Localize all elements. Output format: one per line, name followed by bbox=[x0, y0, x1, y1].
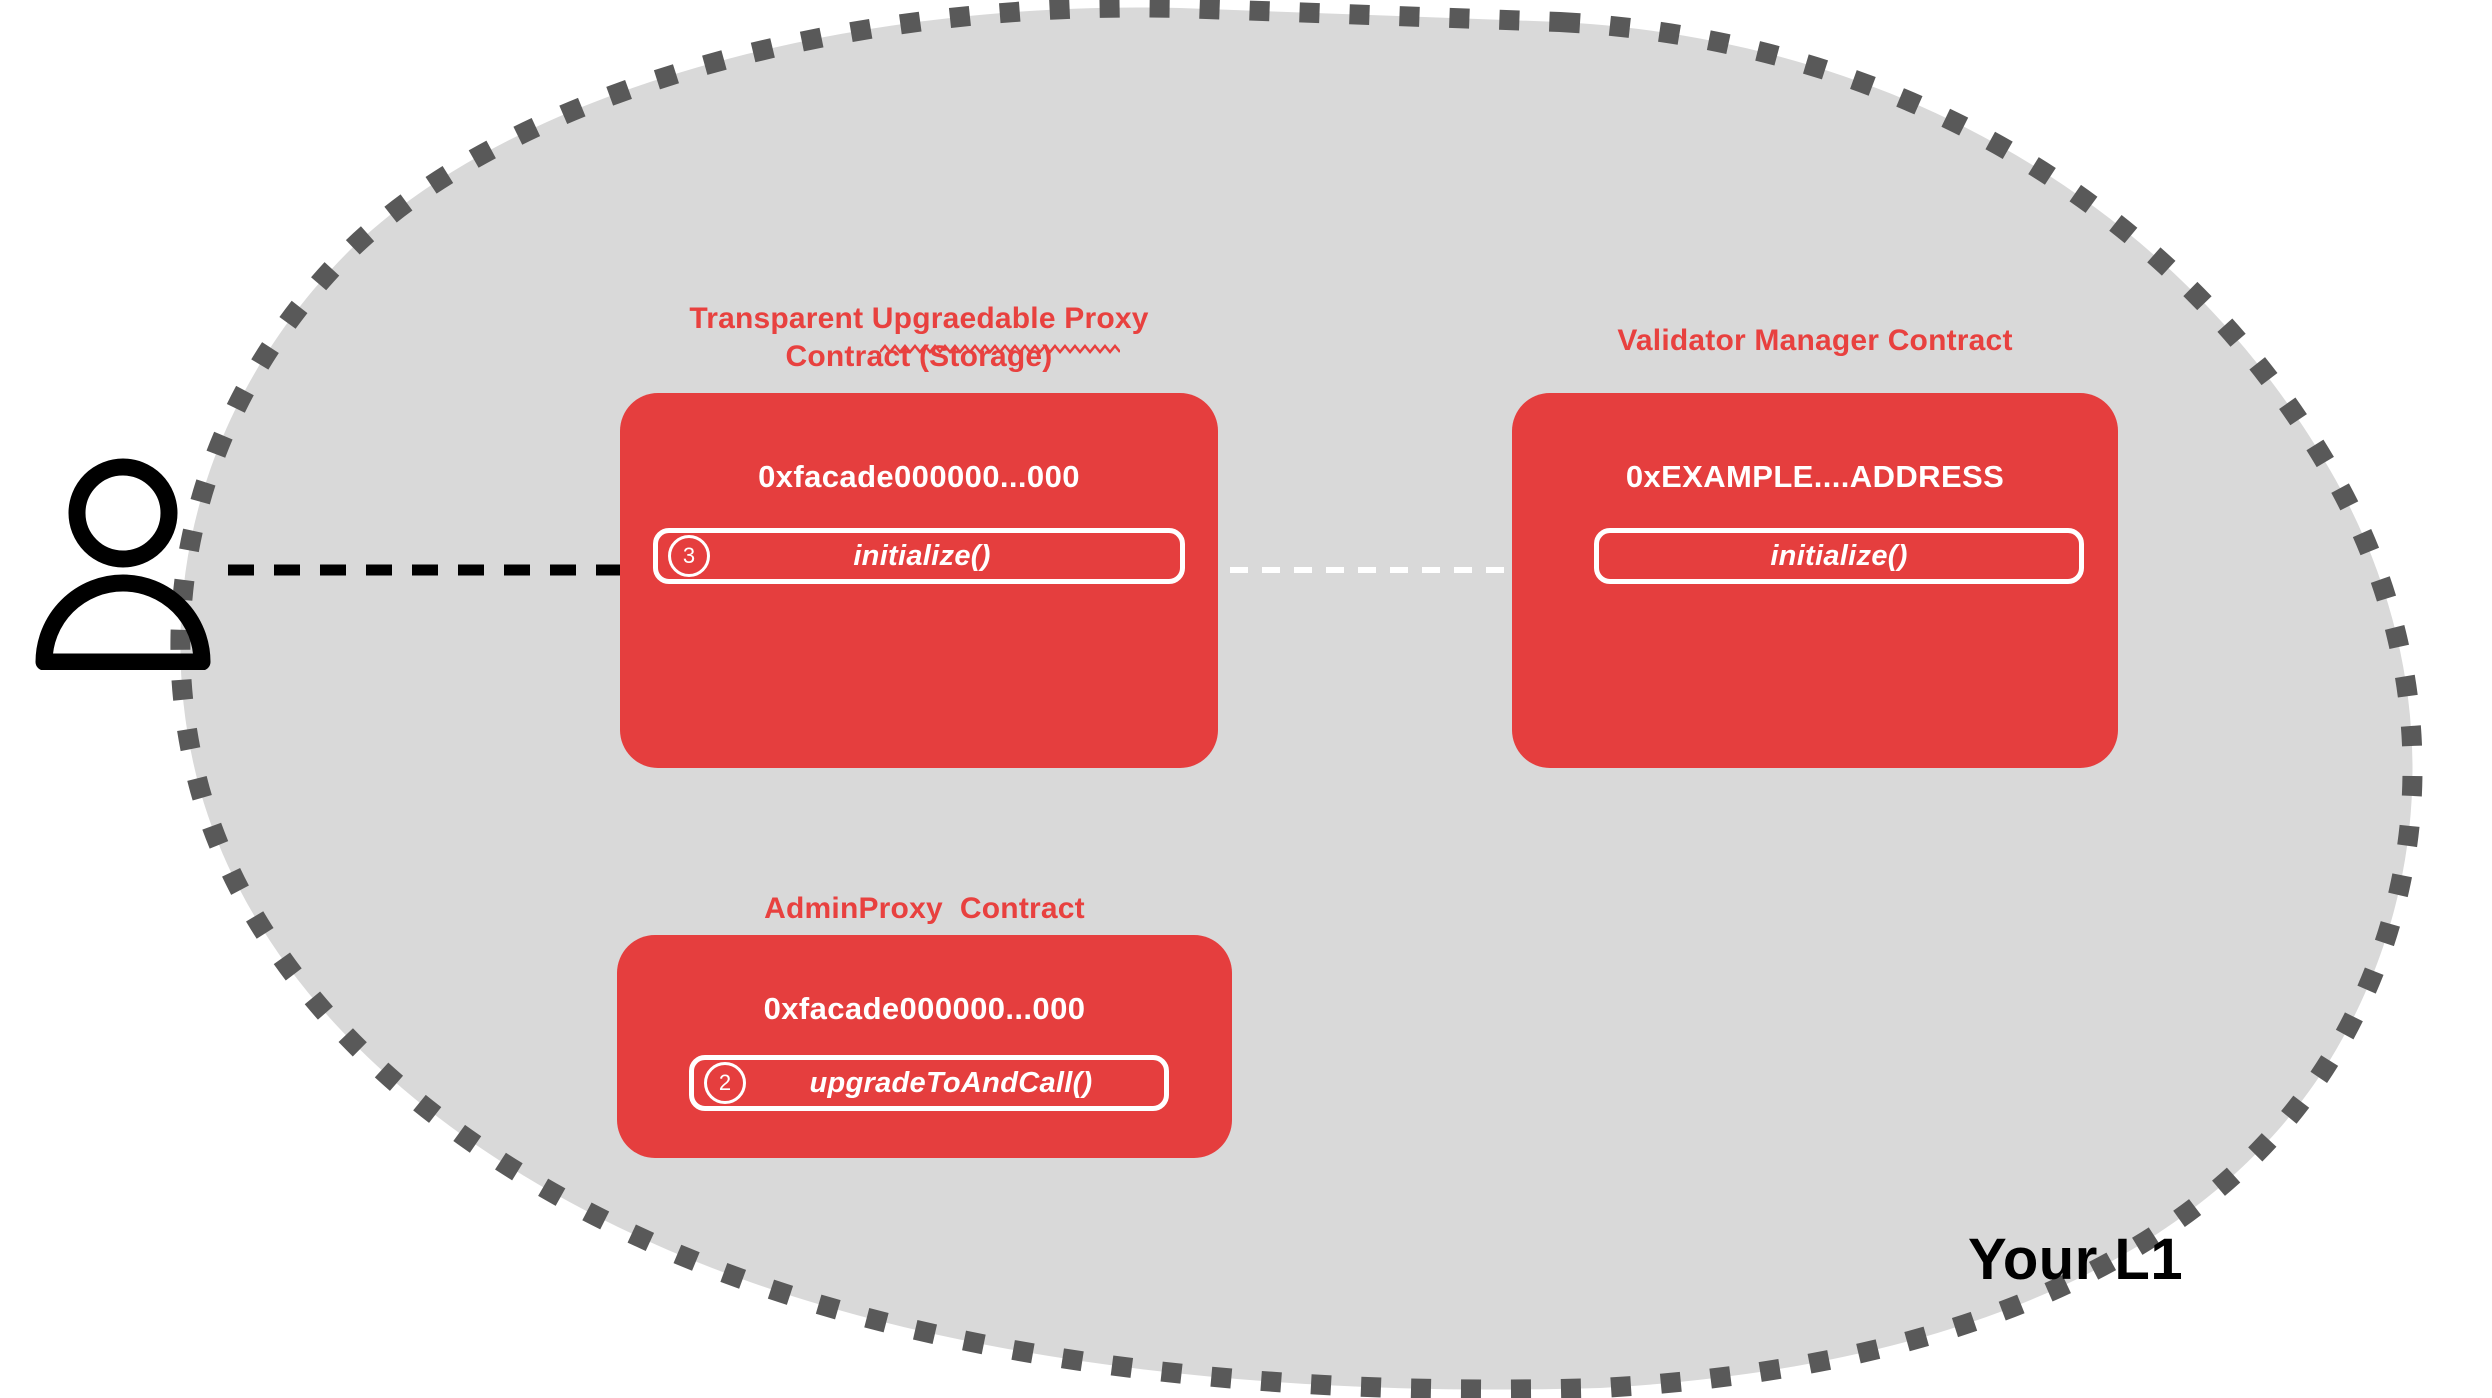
step-badge-2: 2 bbox=[704, 1062, 746, 1104]
spellcheck-squiggle-icon bbox=[880, 344, 1120, 354]
card-validator-manager[interactable]: 0xEXAMPLE....ADDRESS initialize() bbox=[1512, 393, 2118, 768]
card-transparent-upgradeable-proxy[interactable]: 0xfacade000000...000 3 initialize() bbox=[620, 393, 1218, 768]
card-title-transparent-upgradeable-proxy: Transparent Upgraedable Proxy Contract (… bbox=[689, 302, 1149, 373]
card-title-validator-manager: Validator Manager Contract bbox=[1617, 324, 2013, 357]
method-label-upgrade-to-and-call: upgradeToAndCall() bbox=[809, 1066, 1093, 1099]
method-initialize-manager[interactable]: initialize() bbox=[1594, 528, 2084, 584]
card-title-admin-proxy: AdminProxy Contract bbox=[764, 892, 1085, 925]
card-address-transparent-upgradeable-proxy: 0xfacade000000...000 bbox=[758, 459, 1080, 494]
card-address-admin-proxy: 0xfacade000000...000 bbox=[763, 991, 1086, 1026]
method-label-initialize: initialize() bbox=[1770, 539, 1908, 572]
step-badge-3: 3 bbox=[668, 535, 710, 577]
region-label-your-l1: Your L1 bbox=[1968, 1227, 2184, 1292]
card-admin-proxy[interactable]: 0xfacade000000...000 2 upgradeToAndCall(… bbox=[617, 935, 1232, 1158]
card-address-validator-manager: 0xEXAMPLE....ADDRESS bbox=[1625, 459, 2005, 494]
method-initialize-proxy[interactable]: 3 initialize() bbox=[653, 528, 1185, 584]
blob-dotted-border bbox=[170, 0, 2423, 1398]
arrow-user-to-proxy bbox=[228, 552, 670, 588]
method-upgrade-to-and-call[interactable]: 2 upgradeToAndCall() bbox=[689, 1055, 1169, 1111]
person-icon bbox=[35, 458, 211, 670]
method-label-initialize: initialize() bbox=[853, 539, 991, 572]
